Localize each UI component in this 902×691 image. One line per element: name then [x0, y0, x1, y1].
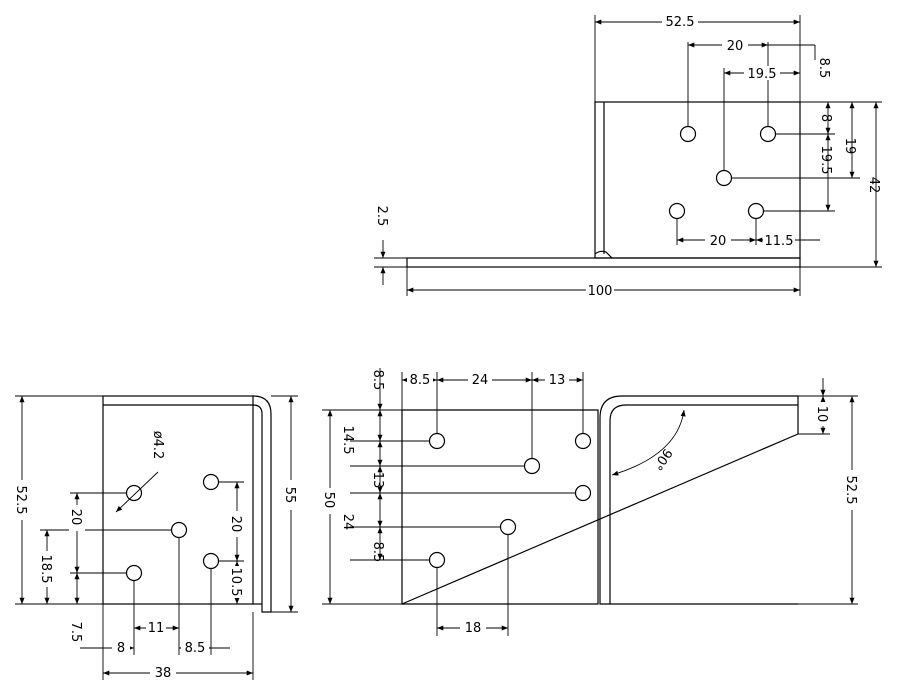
dim-front-h-offset-1: 8.5: [410, 373, 431, 388]
dim-side-hole-pitch-right: 20: [228, 516, 243, 533]
hole: [574, 484, 592, 502]
hole: [428, 432, 446, 450]
dim-side-height-left: 52.5: [13, 486, 28, 515]
side-plate: [102, 395, 254, 605]
hole: [202, 552, 220, 570]
dim-front-v-spacing-2: 13: [370, 472, 385, 489]
dim-front-bottom-hole-spacing: 18: [465, 621, 482, 636]
dim-side-h-offset-1: 8: [117, 641, 125, 656]
hole: [668, 202, 686, 220]
dim-side-edge-offset: 7.5: [68, 622, 83, 643]
hole: [428, 551, 446, 569]
hole: [125, 484, 143, 502]
dim-side-h-spacing-2: 8.5: [185, 641, 206, 656]
dim-top-hole-drop: 8: [818, 114, 833, 122]
dim-side-height-right: 55: [282, 487, 297, 504]
hole: [679, 125, 697, 143]
dim-top-thickness: 2.5: [374, 206, 389, 227]
dim-top-hole-spacing: 20: [727, 39, 744, 54]
vertical-plate: [594, 101, 801, 259]
dim-side-hole-diameter: ø4.2: [150, 431, 165, 460]
dim-front-height-right: 52.5: [843, 476, 858, 505]
hole: [125, 564, 143, 582]
dim-side-bottom-offset-right: 10.5: [228, 568, 243, 597]
dim-front-h-spacing-1: 24: [472, 373, 489, 388]
hole: [170, 521, 188, 539]
dim-front-flange-height: 10: [814, 406, 829, 423]
dim-top-right-offset: 8.5: [816, 58, 831, 79]
dim-side-bottom-offset-left: 18.5: [38, 555, 53, 584]
base-plate: [406, 257, 801, 268]
dim-top-center-offset: 19.5: [748, 67, 777, 82]
dim-top-vertical-spacing: 19.5: [818, 146, 833, 175]
dim-side-h-spacing-1: 11: [148, 621, 165, 636]
hole: [747, 202, 765, 220]
dim-top-length: 100: [588, 284, 613, 299]
hole: [499, 518, 517, 536]
front-plate: [401, 409, 599, 605]
front-view: 8.5 8.5 24 13 14.5 13 24 8.5 50 18 90° 1…: [321, 368, 860, 636]
top-view: 52.5 20 8.5 19.5 2.5 100 42 8 19 19.5 20…: [374, 14, 882, 299]
dim-top-bottom-right-offset: 11.5: [765, 234, 794, 249]
hole: [574, 432, 592, 450]
dim-front-v-spacing-4: 8.5: [370, 542, 385, 563]
dim-top-total-width: 52.5: [666, 15, 695, 30]
dim-top-height: 42: [866, 177, 881, 194]
hole: [523, 457, 541, 475]
hole: [715, 169, 733, 187]
side-view: ø4.2 52.5 55 20 18.5 7.5 20 10.5 11 8 8.…: [13, 395, 299, 681]
dim-front-height-left: 50: [321, 492, 336, 509]
dim-side-hole-pitch-left: 20: [68, 509, 83, 526]
dim-top-bottom-hole-spacing: 20: [710, 234, 727, 249]
dim-side-overall-width: 38: [155, 666, 172, 681]
hole: [759, 125, 777, 143]
dim-front-v-spacing-1: 14.5: [340, 426, 355, 455]
dim-front-top-edge: 8.5: [370, 370, 385, 391]
dim-top-hole-height: 19: [842, 138, 857, 155]
dim-front-angle: 90°: [649, 445, 675, 472]
dim-front-h-spacing-2: 13: [549, 373, 566, 388]
hole: [202, 473, 220, 491]
dim-front-v-spacing-3: 24: [340, 514, 355, 531]
